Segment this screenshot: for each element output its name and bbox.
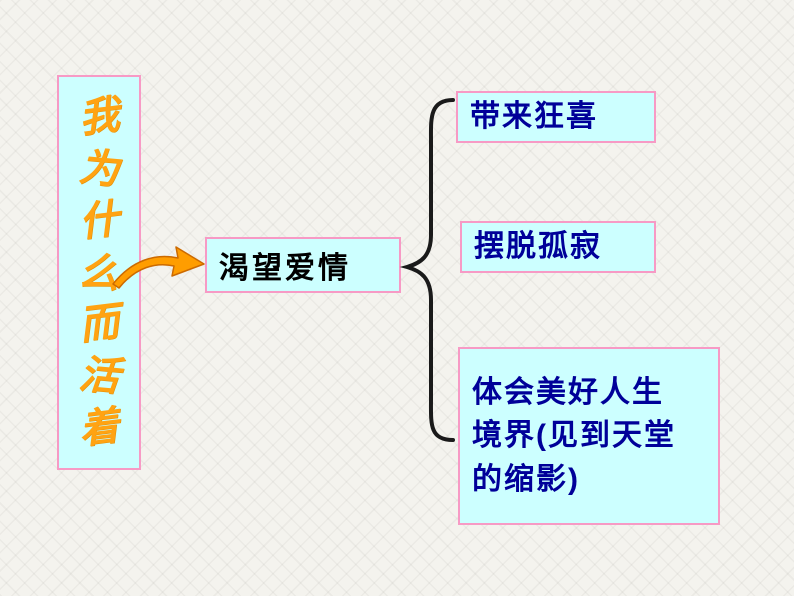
branch-label: 摆脱孤寂 (474, 230, 602, 264)
desire-love-box: 渴望爱情 (205, 237, 401, 293)
desire-love-label: 渴望爱情 (219, 252, 351, 285)
question-char: 活 (77, 352, 121, 400)
question-char: 我 (76, 92, 122, 142)
question-char: 着 (76, 403, 122, 453)
branch-label: 带来狂喜 (470, 100, 598, 134)
branch-label-line: 的缩影) (472, 462, 580, 496)
question-char: 什 (76, 196, 122, 245)
branch-label-line: 境界(见到天堂 (472, 419, 676, 453)
brace-icon (398, 95, 458, 445)
arrow-icon (108, 240, 208, 296)
branch-label-line: 体会美好人生 (472, 375, 664, 409)
branch-box-loneliness: 摆脱孤寂 (460, 221, 656, 273)
question-char: 为 (77, 145, 121, 193)
branch-box-heaven: 体会美好人生 境界(见到天堂 的缩影) (458, 347, 720, 525)
branch-box-joy: 带来狂喜 (456, 91, 656, 143)
question-char: 而 (76, 300, 122, 349)
